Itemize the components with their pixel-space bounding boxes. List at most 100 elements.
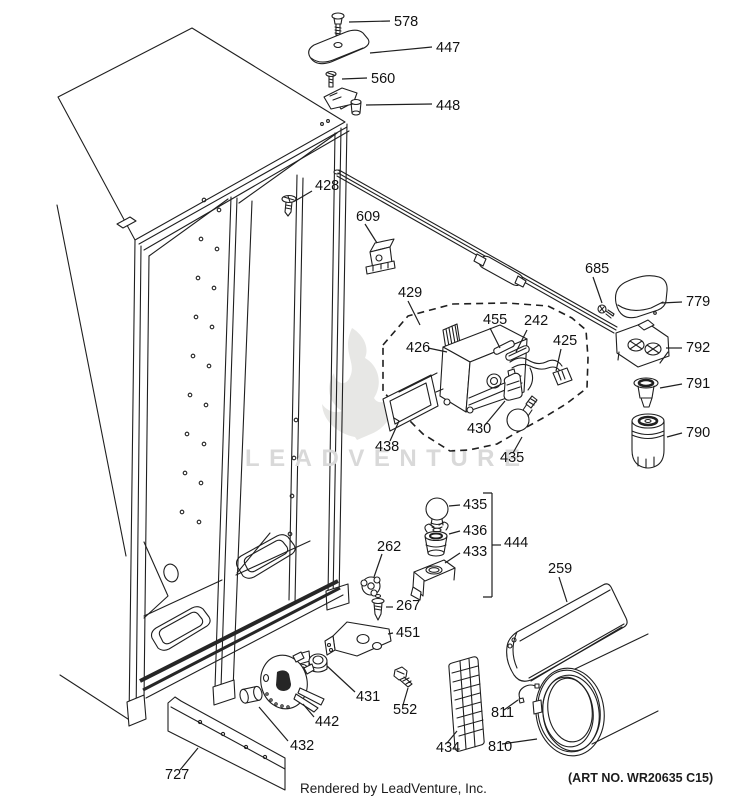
leader-line	[660, 301, 683, 304]
part-callout-label: 791	[686, 376, 710, 392]
refrigerator-cabinet	[56, 27, 357, 727]
part-447-hinge-cap	[308, 29, 370, 65]
part-435-bulb-upper	[506, 395, 538, 432]
part-267-stud	[371, 593, 385, 621]
leader-line	[373, 553, 383, 578]
part-685-screw	[597, 304, 615, 319]
bottom-rail	[139, 579, 339, 683]
part-callout-label: 685	[585, 261, 609, 277]
leader-line	[558, 576, 568, 603]
leader-line	[179, 747, 199, 771]
part-433-lamp-bracket	[410, 559, 456, 601]
part-callout-label: 436	[463, 523, 487, 539]
leader-line	[448, 504, 461, 507]
part-callout-label: 552	[393, 702, 417, 718]
part-callout-label: 433	[463, 544, 487, 560]
part-callout-label: 609	[356, 209, 380, 225]
part-callout-label: 792	[686, 340, 710, 356]
part-430-lamp-socket	[503, 368, 523, 401]
leader-line	[666, 432, 683, 438]
left-foot	[126, 694, 147, 727]
part-792-filter-head	[615, 319, 670, 368]
part-callout-label: 430	[467, 421, 491, 437]
part-436-socket	[424, 521, 449, 557]
part-callout-label: 259	[548, 561, 572, 577]
leader-line	[389, 420, 400, 442]
part-790-water-filter	[631, 413, 665, 469]
part-432-bushing	[239, 685, 263, 704]
drain-hole	[163, 563, 179, 583]
leader-line	[448, 530, 461, 535]
part-callout-label: 455	[483, 312, 507, 328]
part-438-cover	[382, 372, 444, 432]
part-callout-label: 790	[686, 425, 710, 441]
leader-line	[402, 687, 409, 706]
leader-line	[369, 46, 433, 54]
right-drain-pan	[235, 534, 296, 579]
part-callout-label: 429	[398, 285, 422, 301]
part-callout-label: 428	[315, 178, 339, 194]
leader-line	[659, 383, 683, 389]
leader-line	[444, 552, 461, 564]
part-442-auger-motor	[260, 651, 325, 713]
leader-line	[302, 703, 315, 718]
leader-line	[258, 706, 289, 742]
part-811-wire-clip	[518, 683, 540, 704]
part-callout-label: 444	[504, 535, 528, 551]
part-callout-label: 810	[488, 739, 512, 755]
top-vent-slot	[116, 216, 137, 229]
leader-line	[427, 347, 448, 353]
part-callout-label: 242	[524, 313, 548, 329]
part-callout-label: 560	[371, 71, 395, 87]
leader-line	[294, 190, 313, 202]
part-791-filter-adapter	[633, 377, 659, 408]
mullion	[212, 196, 253, 706]
leader-line	[364, 223, 378, 244]
part-callout-label: 451	[396, 625, 420, 641]
part-259-cover	[506, 583, 628, 682]
water-line-tube	[333, 169, 618, 334]
leader-line	[348, 20, 391, 23]
part-435-bulb-lower	[425, 497, 449, 533]
leader-line	[512, 436, 523, 454]
part-431-bushing	[308, 653, 328, 673]
part-callout-label: 425	[553, 333, 577, 349]
part-callout-label: 442	[315, 714, 339, 730]
part-callout-label: 811	[491, 705, 514, 721]
part-callout-label: 438	[375, 439, 399, 455]
part-callout-label: 447	[436, 40, 460, 56]
leader-line	[503, 699, 519, 711]
part-451-bottom-hinge	[324, 621, 392, 657]
part-455-tube	[493, 340, 515, 355]
part-262-grommet	[360, 576, 381, 597]
leader-line	[555, 348, 562, 372]
leader-line	[446, 730, 458, 744]
part-callout-label: 435	[500, 450, 524, 466]
part-609-switch	[365, 238, 396, 275]
part-callout-label: 267	[396, 598, 420, 614]
part-callout-label: 434	[436, 740, 460, 756]
part-callout-label: 448	[436, 98, 460, 114]
part-callout-label: 262	[377, 539, 401, 555]
part-callout-label: 727	[165, 767, 189, 783]
part-810-condenser-coil	[532, 633, 659, 757]
part-callout-label: 426	[406, 340, 430, 356]
leader-line	[501, 738, 538, 745]
leader-line	[341, 77, 368, 80]
leader-line	[407, 300, 421, 326]
shelf-holes	[179, 197, 299, 537]
leader-line	[515, 329, 528, 353]
part-callout-label: 779	[686, 294, 710, 310]
part-428-screw	[281, 194, 297, 217]
part-727-base-grille	[167, 696, 286, 791]
rendered-by-text: Rendered by LeadVenture, Inc.	[300, 781, 487, 796]
part-callout-label: 435	[463, 497, 487, 513]
leader-line	[489, 327, 501, 349]
part-552-screw	[393, 666, 413, 688]
part-434-grille	[448, 656, 485, 752]
left-drain-pan	[150, 606, 211, 651]
leader-line	[592, 276, 603, 304]
art-number-text: (ART NO. WR20635 C15)	[568, 771, 713, 785]
